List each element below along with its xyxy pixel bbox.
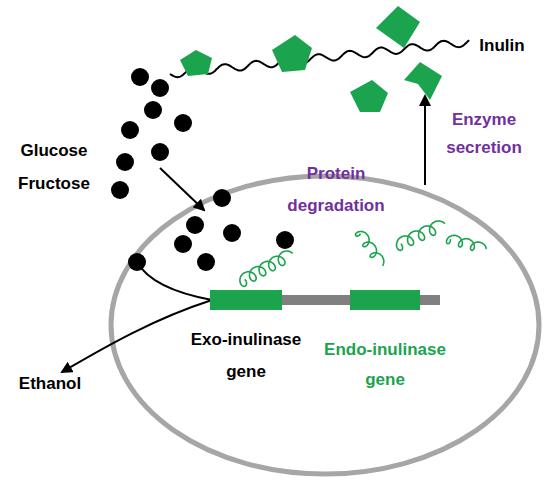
gene-box: Exo-inulinase gene <box>210 290 282 310</box>
protein-coil <box>356 232 384 266</box>
uptake-arrow <box>160 168 204 210</box>
ethanol-arrow <box>62 300 212 372</box>
cell-membrane <box>111 176 539 474</box>
gene-box: Endo-inulinase gene <box>350 290 420 310</box>
secretion-arrow <box>424 96 426 185</box>
sugar-molecule <box>174 114 192 132</box>
inulinase-enzyme <box>180 50 212 76</box>
inulinase-enzyme <box>272 35 312 72</box>
gene-label: Exo-inulinase gene <box>171 324 321 388</box>
sugar-molecule <box>223 224 241 242</box>
sugar-molecule <box>276 231 294 249</box>
sugar-molecule <box>121 121 139 139</box>
text-label: Inulin <box>462 36 542 56</box>
protein-coil <box>240 251 293 286</box>
sugar-molecule <box>111 181 129 199</box>
inulinase-enzyme <box>376 6 420 48</box>
sugar-molecule <box>197 253 215 271</box>
text-label: Glucose Fructose <box>8 134 100 200</box>
sugar-molecule <box>213 189 231 207</box>
sugar-molecule <box>151 143 169 161</box>
protein-coil <box>447 235 487 250</box>
inulinase-enzyme <box>350 80 388 112</box>
text-label: Ethanol <box>10 374 90 394</box>
sugar-molecule <box>174 235 192 253</box>
protein-coil <box>397 221 445 250</box>
text-label: Protein degradation <box>278 158 394 222</box>
text-label: Enzyme secretion <box>428 106 540 162</box>
sugar-molecule <box>144 101 162 119</box>
gene-label: Endo-inulinase gene <box>310 335 460 395</box>
inulinase-enzyme <box>404 62 442 100</box>
sugar-molecule <box>116 153 134 171</box>
sugar-molecule <box>186 216 204 234</box>
sugar-molecule <box>131 68 149 86</box>
metabolism-line <box>137 262 212 300</box>
sugar-molecule <box>151 79 169 97</box>
